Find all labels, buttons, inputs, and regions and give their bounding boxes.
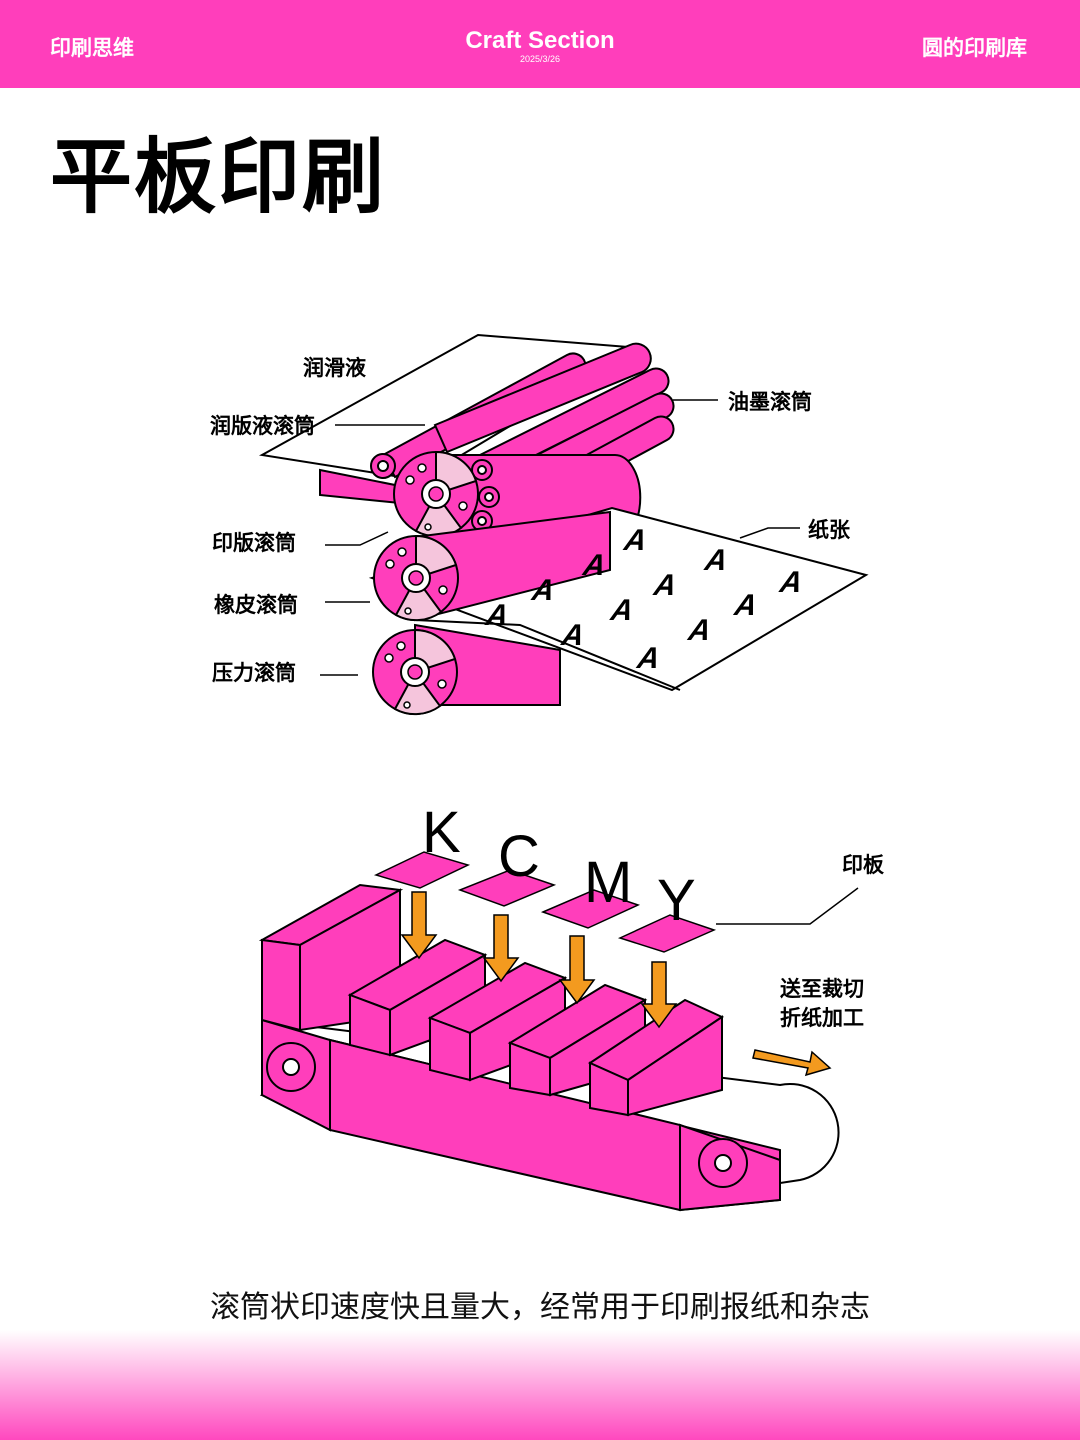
label-plate: 印板	[842, 853, 885, 877]
label-output-line1: 送至裁切	[780, 977, 864, 1001]
leader-lines	[320, 399, 800, 676]
impression-cylinder-end	[372, 628, 458, 716]
output-arrow	[752, 1049, 832, 1077]
letter-y: Y	[657, 868, 696, 933]
caption: 滚筒状印速度快且量大，经常用于印刷报纸和杂志	[210, 1290, 870, 1325]
bottom-gradient	[0, 1330, 1080, 1440]
cmyk-letters: K C M Y	[422, 800, 696, 933]
label-plate-cylinder: 印版滚筒	[212, 531, 296, 555]
print-units	[347, 938, 725, 1117]
letter-k: K	[422, 800, 461, 865]
label-ink-roller: 油墨滚筒	[728, 390, 812, 414]
down-arrows	[400, 891, 832, 1077]
header-bar: 印刷思维 Craft Section 2025/3/26 圆的印刷库	[0, 0, 1080, 88]
header-right-label: 圆的印刷库	[922, 36, 1027, 60]
ink-cylinder-end	[393, 450, 479, 538]
offset-press-diagram: A A A A A A A A A A A A 润滑液 润版液滚筒 油墨滚筒	[210, 333, 869, 716]
cmyk-press-diagram: K C M Y 印板 送至裁切 折纸加工	[258, 800, 885, 1212]
blanket-cylinder-end	[373, 534, 459, 622]
brand-block: Craft Section 2025/3/26	[0, 27, 1080, 65]
letter-m: M	[584, 850, 632, 915]
page-title: 平板印刷	[50, 130, 387, 225]
label-dampening-fluid: 润滑液	[303, 356, 366, 380]
plates	[373, 851, 717, 953]
header-left-label: 印刷思维	[50, 36, 134, 60]
label-output-line2: 折纸加工	[780, 1006, 864, 1030]
label-impression-cylinder: 压力滚筒	[212, 661, 296, 685]
letter-c: C	[498, 824, 540, 889]
label-blanket-cylinder: 橡皮滚筒	[214, 593, 298, 617]
label-dampening-roller: 润版液滚筒	[210, 414, 315, 438]
brand-name: Craft Section	[465, 27, 615, 54]
label-paper: 纸张	[808, 518, 851, 542]
header-date: 2025/3/26	[519, 54, 561, 64]
